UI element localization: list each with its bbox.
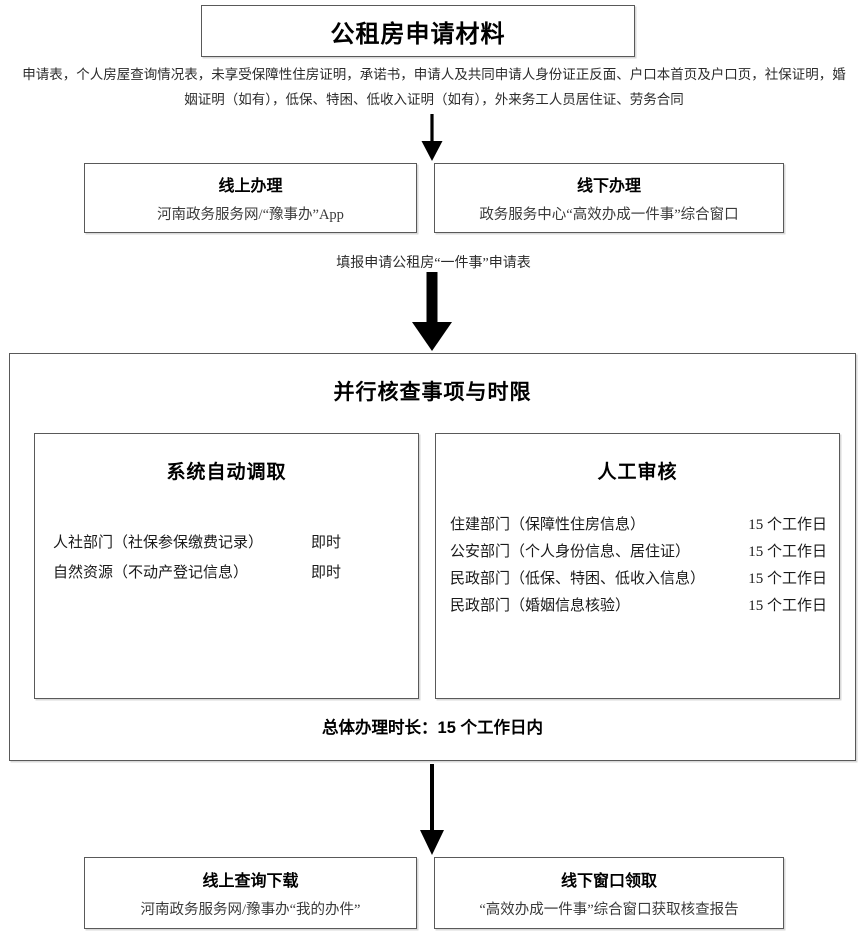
row-label: 民政部门（低保、特困、低收入信息） [450,571,706,587]
row-value: 15 个工作日 [748,544,827,560]
offline-channel-content: 线下办理 政务服务中心“高效办成一件事”综合窗口 [435,164,783,232]
offline-window-pickup-subtitle: “高效办成一件事”综合窗口获取核查报告 [479,902,739,918]
fill-application-caption: 填报申请公租房“一件事”申请表 [336,256,531,271]
offline-channel-subtitle: 政务服务中心“高效办成一件事”综合窗口 [479,207,739,223]
arrow-materials-to-channels-icon [412,114,452,162]
offline-window-pickup-box[interactable]: 线下窗口领取 “高效办成一件事”综合窗口获取核查报告 [434,857,784,929]
online-channel-subtitle: 河南政务服务网/“豫事办”App [157,207,344,223]
manual-review-rows: 住建部门（保障性住房信息） 15 个工作日 公安部门（个人身份信息、居住证） 1… [436,512,839,620]
parallel-verification-heading: 并行核查事项与时限 [333,381,532,404]
system-auto-retrieval-panel: 系统自动调取 人社部门（社保参保缴费记录） 即时 自然资源（不动产登记信息） 即… [34,433,419,699]
row-value: 15 个工作日 [748,598,827,614]
row-value: 即时 [311,565,342,581]
row-value: 15 个工作日 [748,571,827,587]
row-value: 即时 [311,535,342,551]
online-channel-box[interactable]: 线上办理 河南政务服务网/“豫事办”App [84,163,417,233]
table-row: 自然资源（不动产登记信息） 即时 [53,558,402,588]
row-label: 公安部门（个人身份信息、居住证） [450,544,691,560]
online-query-download-subtitle: 河南政务服务网/豫事办“我的办件” [140,902,361,918]
table-row: 公安部门（个人身份信息、居住证） 15 个工作日 [450,539,827,566]
application-materials-title-box: 公租房申请材料 [201,5,635,57]
row-label: 民政部门（婚姻信息核验） [450,598,631,614]
offline-window-pickup-content: 线下窗口领取 “高效办成一件事”综合窗口获取核查报告 [435,858,783,928]
system-auto-retrieval-title: 系统自动调取 [166,462,287,483]
table-row: 民政部门（婚姻信息核验） 15 个工作日 [450,593,827,620]
row-label: 人社部门（社保参保缴费记录） [53,535,264,551]
manual-review-panel: 人工审核 住建部门（保障性住房信息） 15 个工作日 公安部门（个人身份信息、居… [435,433,840,699]
materials-description: 申请表，个人房屋查询情况表，未享受保障性住房证明，承诺书，申请人及共同申请人身份… [22,67,846,107]
row-label: 自然资源（不动产登记信息） [53,565,249,581]
parallel-verification-container: 并行核查事项与时限 系统自动调取 人社部门（社保参保缴费记录） 即时 自然资源（… [9,353,856,761]
row-label: 住建部门（保障性住房信息） [450,517,646,533]
online-channel-content: 线上办理 河南政务服务网/“豫事办”App [85,164,416,232]
offline-channel-box[interactable]: 线下办理 政务服务中心“高效办成一件事”综合窗口 [434,163,784,233]
row-value: 15 个工作日 [748,517,827,533]
online-query-download-title: 线上查询下载 [202,873,299,890]
system-auto-retrieval-rows: 人社部门（社保参保缴费记录） 即时 自然资源（不动产登记信息） 即时 [35,528,418,588]
table-row: 民政部门（低保、特困、低收入信息） 15 个工作日 [450,566,827,593]
total-duration-label: 总体办理时长：15 个工作日内 [322,719,543,737]
online-query-download-content: 线上查询下载 河南政务服务网/豫事办“我的办件” [85,858,416,928]
manual-review-title: 人工审核 [597,462,678,483]
online-query-download-box[interactable]: 线上查询下载 河南政务服务网/豫事办“我的办件” [84,857,417,929]
online-channel-title: 线上办理 [218,178,283,195]
table-row: 人社部门（社保参保缴费记录） 即时 [53,528,402,558]
arrow-channels-to-parallel-icon [406,272,458,352]
table-row: 住建部门（保障性住房信息） 15 个工作日 [450,512,827,539]
page-title: 公租房申请材料 [330,20,506,48]
offline-channel-title: 线下办理 [576,178,641,195]
offline-window-pickup-title: 线下窗口领取 [560,873,657,890]
arrow-parallel-to-results-icon [412,764,452,856]
